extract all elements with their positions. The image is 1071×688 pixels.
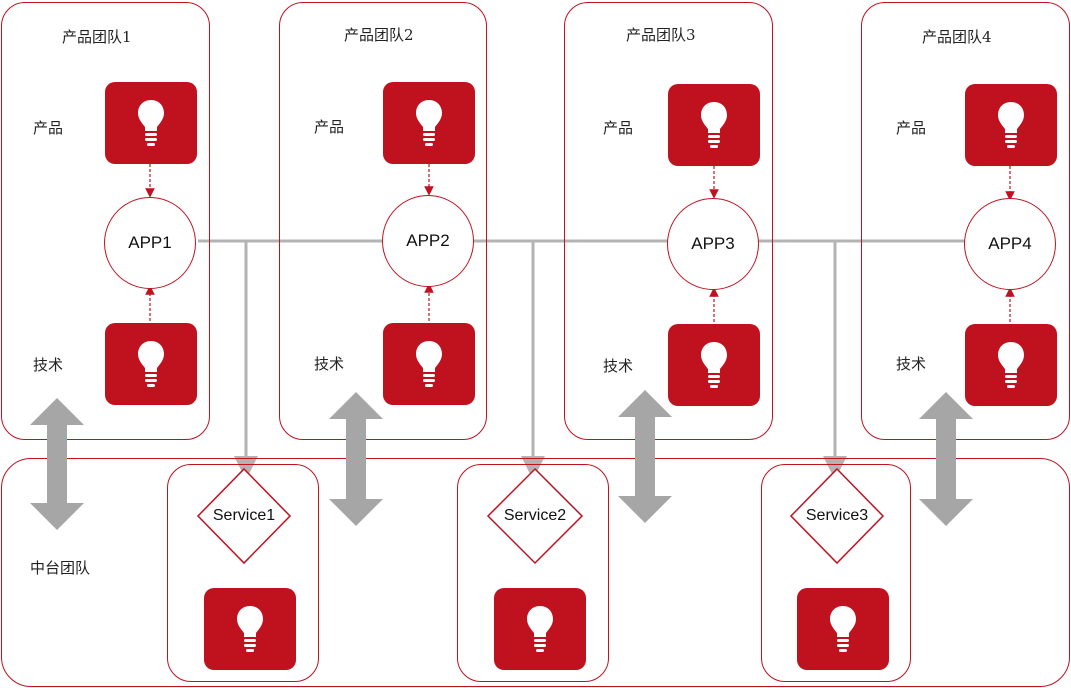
- service1-bulb: [204, 588, 296, 670]
- team3-tech-label: 技术: [603, 357, 634, 375]
- service3-box: [761, 464, 911, 682]
- service2-box: [457, 464, 609, 682]
- lightbulb-icon: [998, 102, 1024, 148]
- team4-product-label: 产品: [896, 119, 927, 137]
- lightbulb-icon: [416, 100, 442, 146]
- service3-bulb: [797, 588, 889, 670]
- team1-tech-bulb: [105, 323, 197, 405]
- team2-title: 产品团队2: [344, 26, 414, 44]
- team1-title: 产品团队1: [62, 28, 132, 46]
- app4-node: APP4: [964, 198, 1056, 290]
- team4-title: 产品团队4: [922, 28, 992, 46]
- app2-node: APP2: [382, 195, 474, 287]
- lightbulb-icon: [138, 100, 164, 146]
- lightbulb-icon: [138, 341, 164, 387]
- lightbulb-icon: [416, 341, 442, 387]
- team1-box: [1, 2, 210, 440]
- service2-label: Service2: [503, 507, 567, 524]
- lightbulb-icon: [998, 342, 1024, 388]
- team2-product-bulb: [383, 82, 475, 164]
- team2-product-label: 产品: [314, 118, 345, 136]
- middle-platform-label: 中台团队: [30, 559, 91, 577]
- team3-tech-bulb: [668, 324, 760, 406]
- team2-tech-label: 技术: [314, 355, 345, 373]
- team1-tech-label: 技术: [33, 356, 64, 374]
- app1-node: APP1: [104, 197, 196, 289]
- team4-product-bulb: [965, 84, 1057, 166]
- team4-tech-bulb: [965, 324, 1057, 406]
- service3-label: Service3: [805, 507, 869, 524]
- lightbulb-icon: [701, 342, 727, 388]
- team4-tech-label: 技术: [896, 355, 927, 373]
- team3-product-bulb: [668, 84, 760, 166]
- team3-product-label: 产品: [603, 119, 634, 137]
- lightbulb-icon: [237, 606, 263, 652]
- team3-title: 产品团队3: [626, 26, 696, 44]
- lightbulb-icon: [527, 606, 553, 652]
- service2-bulb: [494, 588, 586, 670]
- middle-platform-box: [1, 458, 1070, 687]
- team2-tech-bulb: [383, 323, 475, 405]
- app3-node: APP3: [667, 198, 759, 290]
- team2-box: [279, 2, 487, 440]
- lightbulb-icon: [701, 102, 727, 148]
- team1-product-bulb: [105, 82, 197, 164]
- service1-box: [167, 464, 319, 682]
- service1-label: Service1: [212, 507, 276, 524]
- lightbulb-icon: [830, 606, 856, 652]
- team1-product-label: 产品: [33, 119, 64, 137]
